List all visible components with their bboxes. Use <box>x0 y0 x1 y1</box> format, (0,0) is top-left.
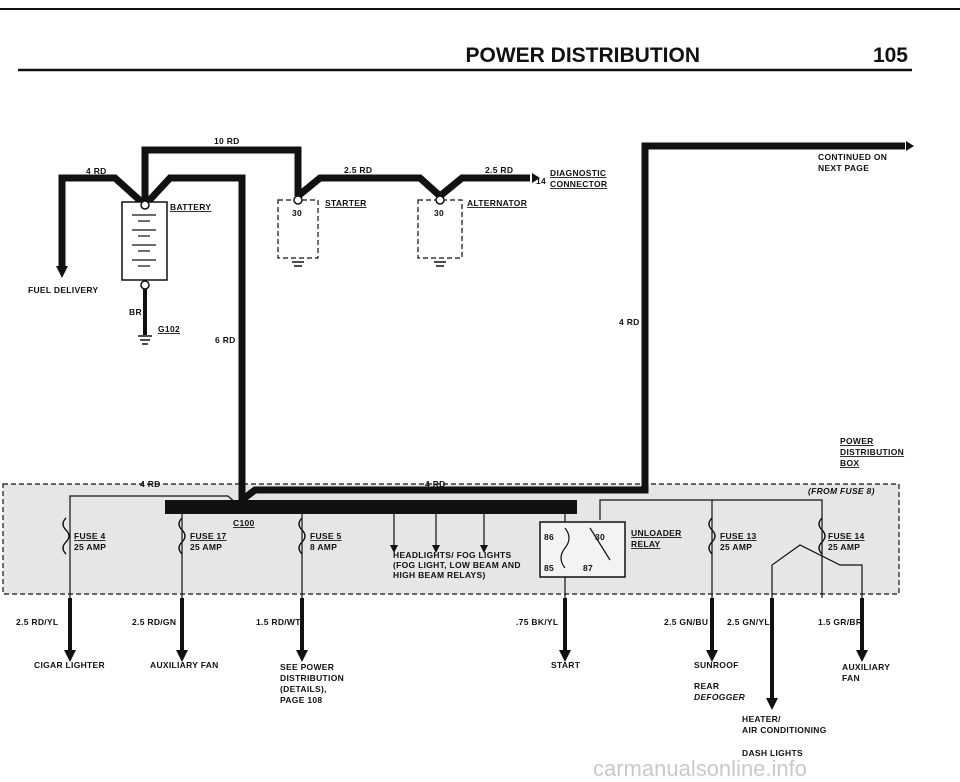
label-out2-wire: 2.5 RD/GN <box>132 617 176 627</box>
page-title: POWER DISTRIBUTION <box>466 44 701 67</box>
wire-4rd-fuel <box>58 174 148 266</box>
label-pdb-distribution: DISTRIBUTION <box>840 447 904 457</box>
label-fan: FAN <box>842 673 860 683</box>
label-heater: HEATER/ <box>742 714 781 724</box>
label-out6-wire: 2.5 GN/YL <box>727 617 770 627</box>
label-br: BR <box>129 307 142 317</box>
label-unloader: UNLOADER <box>631 528 682 538</box>
label-from-fuse: (FROM FUSE 8) <box>808 486 875 496</box>
label-defogger: DEFOGGER <box>694 692 746 702</box>
label-25rd-b: 2.5 RD <box>485 165 513 175</box>
output-arrow-icons <box>64 650 868 710</box>
label-auxiliary-fan-2: AUXILIARY <box>842 662 890 672</box>
label-air-conditioning: AIR CONDITIONING <box>742 725 827 735</box>
wire-6rd <box>142 174 246 500</box>
label-distribution: DISTRIBUTION <box>280 673 344 683</box>
continued-arrow-icon <box>906 141 914 151</box>
label-headlights-1: HEADLIGHTS/ FOG LIGHTS <box>393 550 512 560</box>
label-see-power: SEE POWER <box>280 662 334 672</box>
ground-icon <box>138 335 152 345</box>
label-sunroof: SUNROOF <box>694 660 739 670</box>
label-fuse13-amp: 25 AMP <box>720 542 752 552</box>
label-starter: STARTER <box>325 198 367 208</box>
diagnostic-arrow-icon <box>532 173 540 183</box>
wire-4rd-right <box>238 142 905 508</box>
label-headlights-3: HIGH BEAM RELAYS) <box>393 570 486 580</box>
label-starter-pin: 30 <box>292 208 302 218</box>
distribution-box-border <box>2 483 900 595</box>
wire-fuse4-feed <box>69 495 239 598</box>
label-g102: G102 <box>158 324 180 334</box>
label-diagnostic: DIAGNOSTIC <box>550 168 606 178</box>
fuse-symbols <box>62 517 826 555</box>
label-headlights-2: (FOG LIGHT, LOW BEAM AND <box>393 560 521 570</box>
wire-10rd <box>141 146 302 205</box>
label-fuse5-amp: 8 AMP <box>310 542 337 552</box>
label-fuse17-amp: 25 AMP <box>190 542 222 552</box>
label-fuel-delivery: FUEL DELIVERY <box>28 285 99 295</box>
label-6rd: 6 RD <box>215 335 236 345</box>
label-out3-wire: 1.5 RD/WT <box>256 617 301 627</box>
label-relay: RELAY <box>631 539 661 549</box>
label-alternator: ALTERNATOR <box>467 198 527 208</box>
label-25rd-a: 2.5 RD <box>344 165 372 175</box>
label-4rd-box-mid: 4 RD <box>425 479 446 489</box>
label-relay-86: 86 <box>544 532 554 542</box>
label-relay-30: 30 <box>595 532 605 542</box>
battery-icon <box>121 201 168 281</box>
label-battery: BATTERY <box>170 202 211 212</box>
label-fuse17: FUSE 17 <box>190 531 227 541</box>
label-fuse14-amp: 25 AMP <box>828 542 860 552</box>
label-relay-87: 87 <box>583 563 593 573</box>
wire-25rd <box>295 174 530 201</box>
label-4rd-right: 4 RD <box>619 317 640 327</box>
label-connector: CONNECTOR <box>550 179 607 189</box>
fuel-delivery-arrow-icon <box>56 266 68 278</box>
label-cigar-lighter: CIGAR LIGHTER <box>34 660 105 670</box>
unloader-relay-icon <box>539 521 626 578</box>
label-diag-pin: 14 <box>536 176 546 186</box>
label-c100: C100 <box>233 518 255 528</box>
label-4rd-box-left: 4 RD <box>140 479 161 489</box>
watermark: carmanualsonline.info <box>593 756 807 781</box>
label-relay-85: 85 <box>544 563 554 573</box>
page-number: 105 <box>873 44 908 67</box>
label-fuse4: FUSE 4 <box>74 531 106 541</box>
label-page108: PAGE 108 <box>280 695 322 705</box>
label-4rd-left: 4 RD <box>86 166 107 176</box>
label-dash-lights: DASH LIGHTS <box>742 748 803 758</box>
label-start: START <box>551 660 581 670</box>
label-out5-wire: 2.5 GN/BU <box>664 617 708 627</box>
label-next-page: NEXT PAGE <box>818 163 869 173</box>
label-out1-wire: 2.5 RD/YL <box>16 617 58 627</box>
label-auxiliary-fan: AUXILIARY FAN <box>150 660 219 670</box>
label-out7-wire: 1.5 GR/BR <box>818 617 862 627</box>
label-alternator-pin: 30 <box>434 208 444 218</box>
label-fuse14: FUSE 14 <box>828 531 865 541</box>
label-10rd: 10 RD <box>214 136 240 146</box>
label-fuse5: FUSE 5 <box>310 531 342 541</box>
alternator-icon <box>417 199 463 259</box>
label-continued: CONTINUED ON <box>818 152 887 162</box>
busbar <box>165 500 577 514</box>
label-pdb-box: BOX <box>840 458 859 468</box>
label-pdb-power: POWER <box>840 436 874 446</box>
label-out4-wire: .75 BK/YL <box>516 617 558 627</box>
label-fuse13: FUSE 13 <box>720 531 757 541</box>
label-details: (DETAILS), <box>280 684 327 694</box>
label-rear: REAR <box>694 681 719 691</box>
label-fuse4-amp: 25 AMP <box>74 542 106 552</box>
